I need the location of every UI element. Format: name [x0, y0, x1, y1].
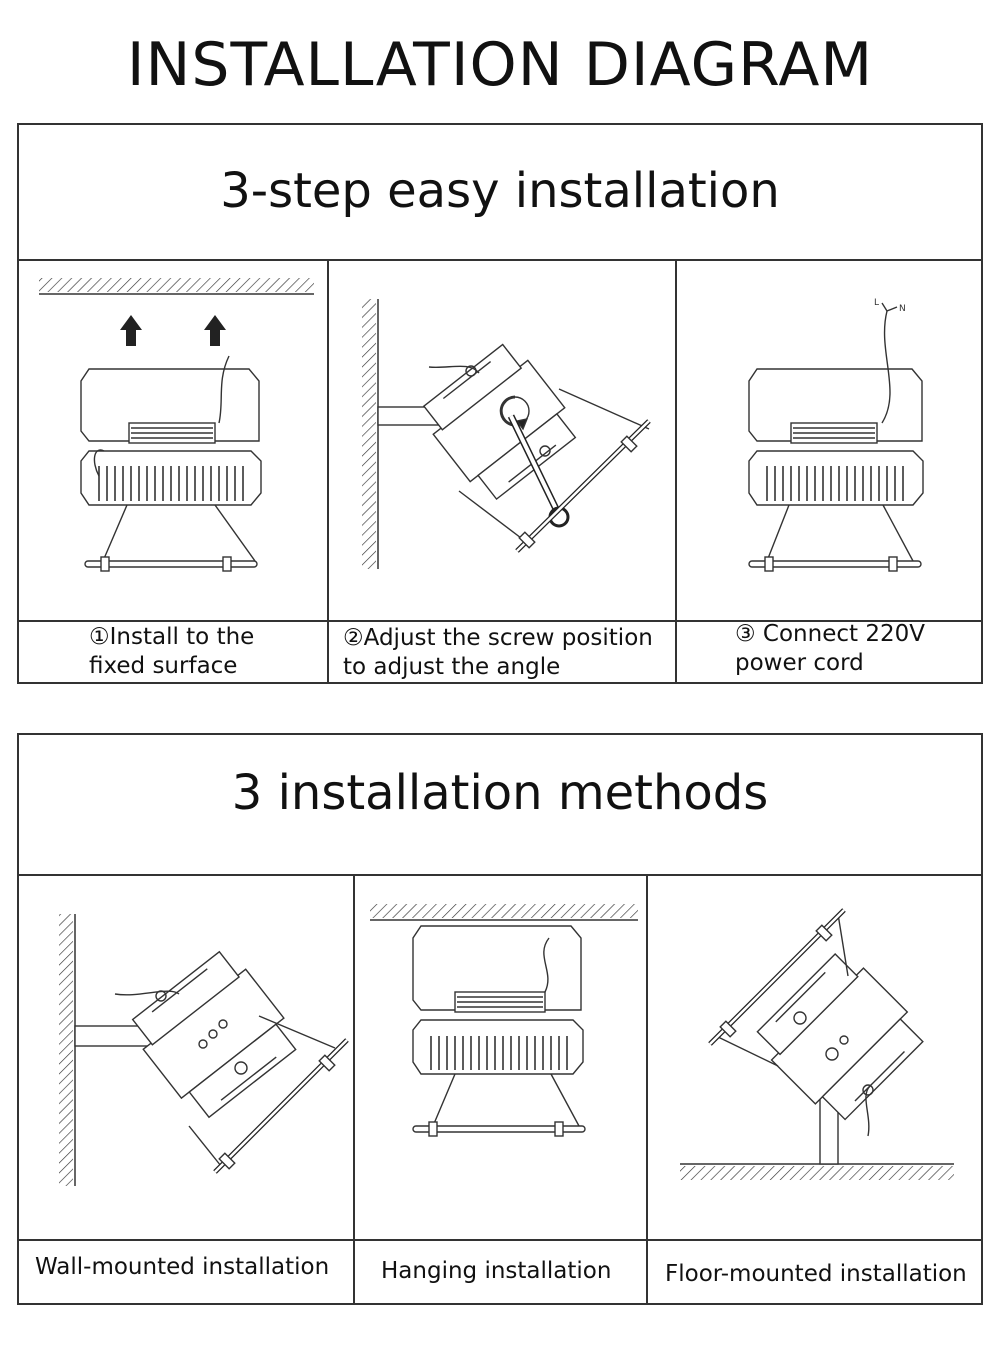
wire-label-neutral: N — [899, 304, 906, 314]
caption-line: ②Adjust the screw position — [343, 625, 653, 651]
wall-hatch — [362, 299, 379, 569]
divider — [353, 874, 355, 1305]
step1-caption: ①Install to the fixed surface — [89, 623, 254, 681]
floodlight-front-icon — [80, 355, 262, 572]
wire-label-live: L — [874, 298, 879, 308]
caption-line: fixed surface — [89, 653, 238, 679]
ceiling-hatch — [370, 904, 638, 921]
divider — [19, 620, 981, 622]
divider — [675, 259, 677, 684]
divider — [19, 259, 981, 261]
steps-heading: 3-step easy installation — [220, 163, 780, 219]
methods-heading: 3 installation methods — [231, 765, 769, 821]
floodlight-angled-icon — [74, 950, 349, 1174]
hanging-illustration — [370, 904, 638, 1137]
floodlight-front-icon — [748, 302, 924, 572]
step3-illustration: L N — [748, 298, 924, 572]
steps-panel: 3-step easy installation — [17, 123, 983, 684]
step1-illustration — [39, 278, 314, 572]
caption-line: ③ Connect 220V — [735, 621, 925, 647]
caption-line: power cord — [735, 650, 864, 676]
ceiling-hatch — [39, 278, 314, 295]
wall-mount-caption: Wall-mounted installation — [35, 1254, 330, 1280]
wall-mount-illustration — [59, 914, 349, 1186]
floor-hatch — [680, 1163, 954, 1180]
wall-hatch — [59, 914, 76, 1186]
divider — [646, 874, 648, 1305]
caption-line: to adjust the angle — [343, 654, 561, 680]
methods-panel: 3 installation methods — [17, 733, 983, 1305]
step2-caption: ②Adjust the screw position to adjust the… — [343, 624, 653, 682]
caption-line: ①Install to the — [89, 624, 255, 650]
divider — [327, 259, 329, 684]
divider — [19, 1239, 981, 1241]
floor-mount-illustration — [680, 908, 954, 1180]
floodlight-angled-icon — [377, 343, 651, 553]
step2-illustration — [362, 299, 651, 569]
floor-mount-caption: Floor-mounted installation — [665, 1261, 967, 1287]
divider — [19, 874, 981, 876]
floodlight-angled-icon — [708, 908, 924, 1165]
step3-caption: ③ Connect 220V power cord — [735, 620, 925, 678]
hanging-caption: Hanging installation — [381, 1258, 612, 1284]
floodlight-front-icon — [412, 925, 586, 1137]
page-title: INSTALLATION DIAGRAM — [126, 30, 874, 100]
arrow-up-icon — [120, 315, 226, 346]
